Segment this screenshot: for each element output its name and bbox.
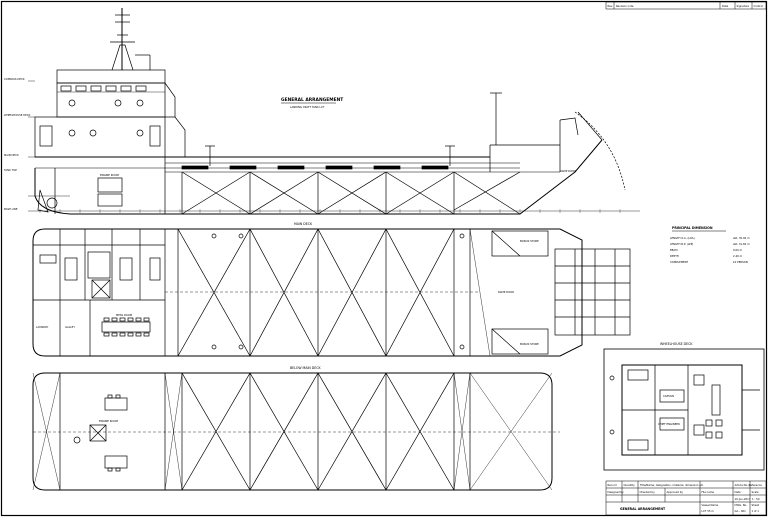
tb-sheet-label: Sheet: [752, 503, 760, 507]
pd-row-value: abt. 31.60 m: [733, 242, 750, 246]
main-deck-plan: [32, 228, 631, 357]
room-galley: GALLEY: [65, 325, 75, 329]
tb-checked-label: Checked by: [640, 490, 656, 494]
room-bosun-store-top: BOSUN STORE: [520, 239, 539, 243]
revision-block: [605, 1, 767, 10]
room-ramp-door: RAMP DOOR: [498, 290, 514, 294]
rev-date-col-label: Date: [722, 4, 729, 8]
pd-row-value: 2.40 m: [733, 254, 743, 258]
label-main-deck: MAIN DECK: [4, 153, 19, 157]
label-compass-deck: COMPASS DECK: [4, 77, 25, 81]
label-wheelhouse-deck: WHEELHOUSE DECK: [4, 113, 31, 117]
tb-designed-label: Designed by: [608, 490, 625, 494]
tb-approved-label: Approved by: [667, 490, 684, 494]
label-base-line: BASE LINE: [4, 207, 18, 211]
pd-row-label: LENGTH O.A. (LOA): [670, 236, 695, 240]
tb-project-label: Vessel Name: [702, 503, 719, 507]
tb-drawing-name: GENERAL ARRANGEMENT: [620, 507, 666, 511]
tb-sheet-value: 1 of 1: [752, 509, 760, 513]
tb-article-label: Article No./Reference: [735, 483, 763, 487]
label-tank-top: TANK TOP: [4, 168, 17, 172]
pd-row-label: DEPTH: [670, 254, 679, 258]
principal-dimension-title: PRINCIPAL DIMENSION: [672, 226, 713, 230]
below-deck-plan: [32, 372, 560, 491]
tb-file-label: File name: [702, 490, 715, 494]
rev-note-col-label: Revision note: [616, 4, 634, 8]
tb-quantity-label: Quantity: [624, 483, 636, 487]
tb-dwg-value: GA - 001: [735, 509, 747, 513]
pd-row-label: COMPLEMENT: [670, 260, 689, 264]
room-mess: MESS ROOM: [116, 313, 132, 317]
pd-row-label: BEAM: [670, 248, 677, 252]
wheelhouse-plan: [603, 348, 765, 471]
below-engine-room-label: ENGINE ROOM: [99, 419, 118, 423]
main-deck-title: MAIN DECK: [294, 222, 313, 226]
profile-ramp-door-label: RAMP DOOR: [560, 169, 576, 173]
tb-date-value: 10-Jun-2017: [735, 497, 751, 501]
title-block: [605, 480, 767, 516]
room-laundry: LAUNDRY: [36, 325, 49, 329]
pd-row-value: 9.00 m: [733, 248, 743, 252]
tb-dwg-label: DWG. No.: [735, 503, 748, 507]
rev-signature-col-label: Signature: [737, 4, 750, 8]
tb-date-label: Date: [735, 490, 742, 494]
pd-row-value: abt. 35.00 m: [733, 236, 750, 240]
wheelhouse-title: WHEELHOUSE DECK: [660, 342, 693, 346]
pd-row-label: LENGTH B.P. (LPP): [670, 242, 693, 246]
tb-record-label: Record: [608, 483, 617, 487]
room-captain: CAPTAIN: [663, 394, 674, 398]
tb-project-value: LCT 35 m: [702, 509, 715, 513]
drawing-main-title: GENERAL ARRANGEMENT: [281, 97, 343, 103]
pd-row-value: 10 PERSON: [733, 260, 748, 264]
profile-elevation: [28, 8, 640, 215]
rev-control-col-label: Control: [754, 4, 764, 8]
drawing-main-subtitle: LANDING CRAFT TANK LCT: [290, 105, 325, 109]
principal-dimension-table: PRINCIPAL DIMENSION LENGTH O.A. (LOA) ab…: [670, 226, 750, 264]
rev-col-label: Rev.: [608, 4, 614, 8]
tb-scale-label: Scale: [752, 490, 759, 494]
tb-title-label: Title/Name, designation, material, dimen…: [640, 483, 704, 487]
room-chief-engineer: CHIEF ENGINEER: [658, 422, 680, 426]
profile-frame-ticks: [39, 209, 621, 213]
room-bosun-store-bottom: BOSUN STORE: [520, 342, 539, 346]
tb-scale-value: 1 : 50: [752, 497, 760, 501]
below-deck-title: BELOW MAIN DECK: [290, 366, 321, 370]
profile-engine-room-label: ENGINE ROOM: [100, 173, 119, 177]
